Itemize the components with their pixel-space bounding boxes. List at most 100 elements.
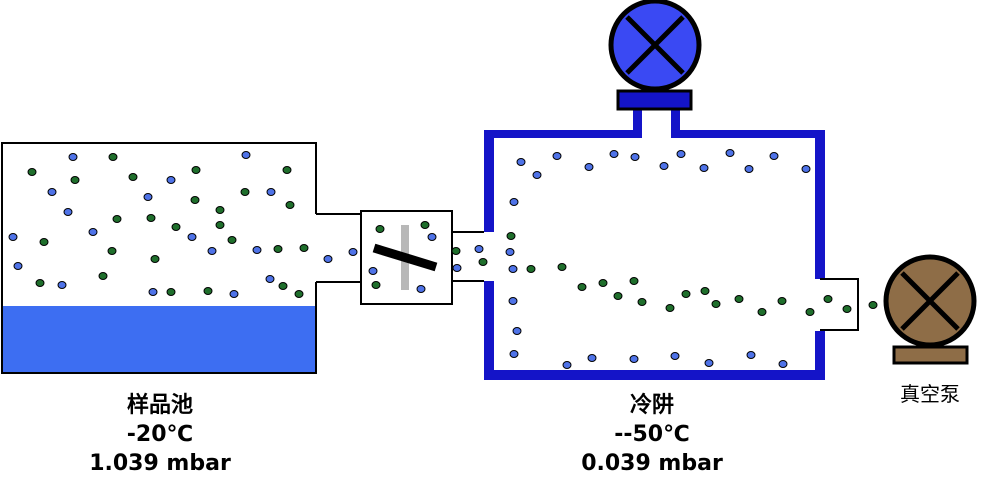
green-particle [665,304,675,312]
blue-particle [512,327,522,335]
blue-particle [252,246,262,254]
blue-particle [148,288,158,296]
blue-particle [427,233,437,241]
blue-particle [241,151,251,159]
green-particle [777,297,787,305]
green-particle [637,298,647,306]
green-particle [150,255,160,263]
blue-particle [509,198,519,206]
blue-particle [416,285,426,293]
green-particle [282,166,292,174]
blue-particle [143,193,153,201]
green-particle [823,295,833,303]
cold-trap-pressure: 0.039 mbar [581,451,723,476]
green-particle [39,238,49,246]
green-particle [375,225,385,233]
green-particle [598,279,608,287]
green-particle [757,308,767,316]
cold-trap-name: 冷阱 [630,392,674,418]
blue-particle [323,255,333,263]
green-particle [166,288,176,296]
blue-particle [801,165,811,173]
blue-particle [746,351,756,359]
blue-particle [725,149,735,157]
blue-particle [474,245,484,253]
cold-trap [484,108,825,380]
green-particle [299,244,309,252]
sample-liquid [2,306,316,373]
green-particle [190,196,200,204]
green-particle [371,281,381,289]
blue-particle [629,355,639,363]
blue-particle [88,228,98,236]
blue-particle [630,153,640,161]
blue-particle [187,233,197,241]
blue-particle [508,297,518,305]
blue-particle [8,233,18,241]
green-particle [451,247,461,255]
blue-particle [348,248,358,256]
green-particle [613,292,623,300]
green-particle [128,173,138,181]
blue-particle [778,360,788,368]
green-particle [506,232,516,240]
blue-particle [266,188,276,196]
blue-particle [13,262,23,270]
blue-particle [265,275,275,283]
green-particle [227,236,237,244]
green-particle [215,221,225,229]
blue-particle [769,152,779,160]
blue-particle [704,359,714,367]
green-particle [240,188,250,196]
green-particle [215,206,225,214]
blue-particle [68,153,78,161]
green-particle [842,305,852,313]
green-particle [681,290,691,298]
top-pump-icon [608,0,702,111]
green-particle [577,283,587,291]
green-particle [711,300,721,308]
green-particle [203,287,213,295]
vacuum-pump-name: 真空泵 [900,382,960,406]
sample-cell-temperature: -20℃ [127,422,193,447]
green-particle [191,166,201,174]
blue-particle [699,164,709,172]
blue-particle [659,162,669,170]
blue-particle [584,163,594,171]
blue-particle [505,248,515,256]
green-particle [35,279,45,287]
green-particle [734,295,744,303]
green-particle [420,221,430,229]
green-particle [700,287,710,295]
blue-particle [587,354,597,362]
green-particle [27,168,37,176]
green-particle [146,214,156,222]
tube-middle [452,231,484,282]
green-particle [805,308,815,316]
green-particle [868,301,878,309]
tube-right [820,278,859,331]
blue-particle [57,281,67,289]
green-particle [278,282,288,290]
cold-trap-temperature: --50℃ [614,422,690,447]
blue-particle [532,171,542,179]
sample-cell [1,142,317,374]
green-particle [112,215,122,223]
sample-cell-pressure: 1.039 mbar [89,451,231,476]
tube-left [316,213,361,283]
blue-particle [508,265,518,273]
blue-particle [676,150,686,158]
blue-particle [368,267,378,275]
blue-particle [552,152,562,160]
blue-particle [744,165,754,173]
blue-particle [166,176,176,184]
blue-particle [452,264,462,272]
blue-particle [47,188,57,196]
green-particle [557,263,567,271]
blue-particle [516,158,526,166]
valve-black-bar [372,243,438,272]
green-particle [478,258,488,266]
green-particle [526,265,536,273]
green-particle [108,153,118,161]
